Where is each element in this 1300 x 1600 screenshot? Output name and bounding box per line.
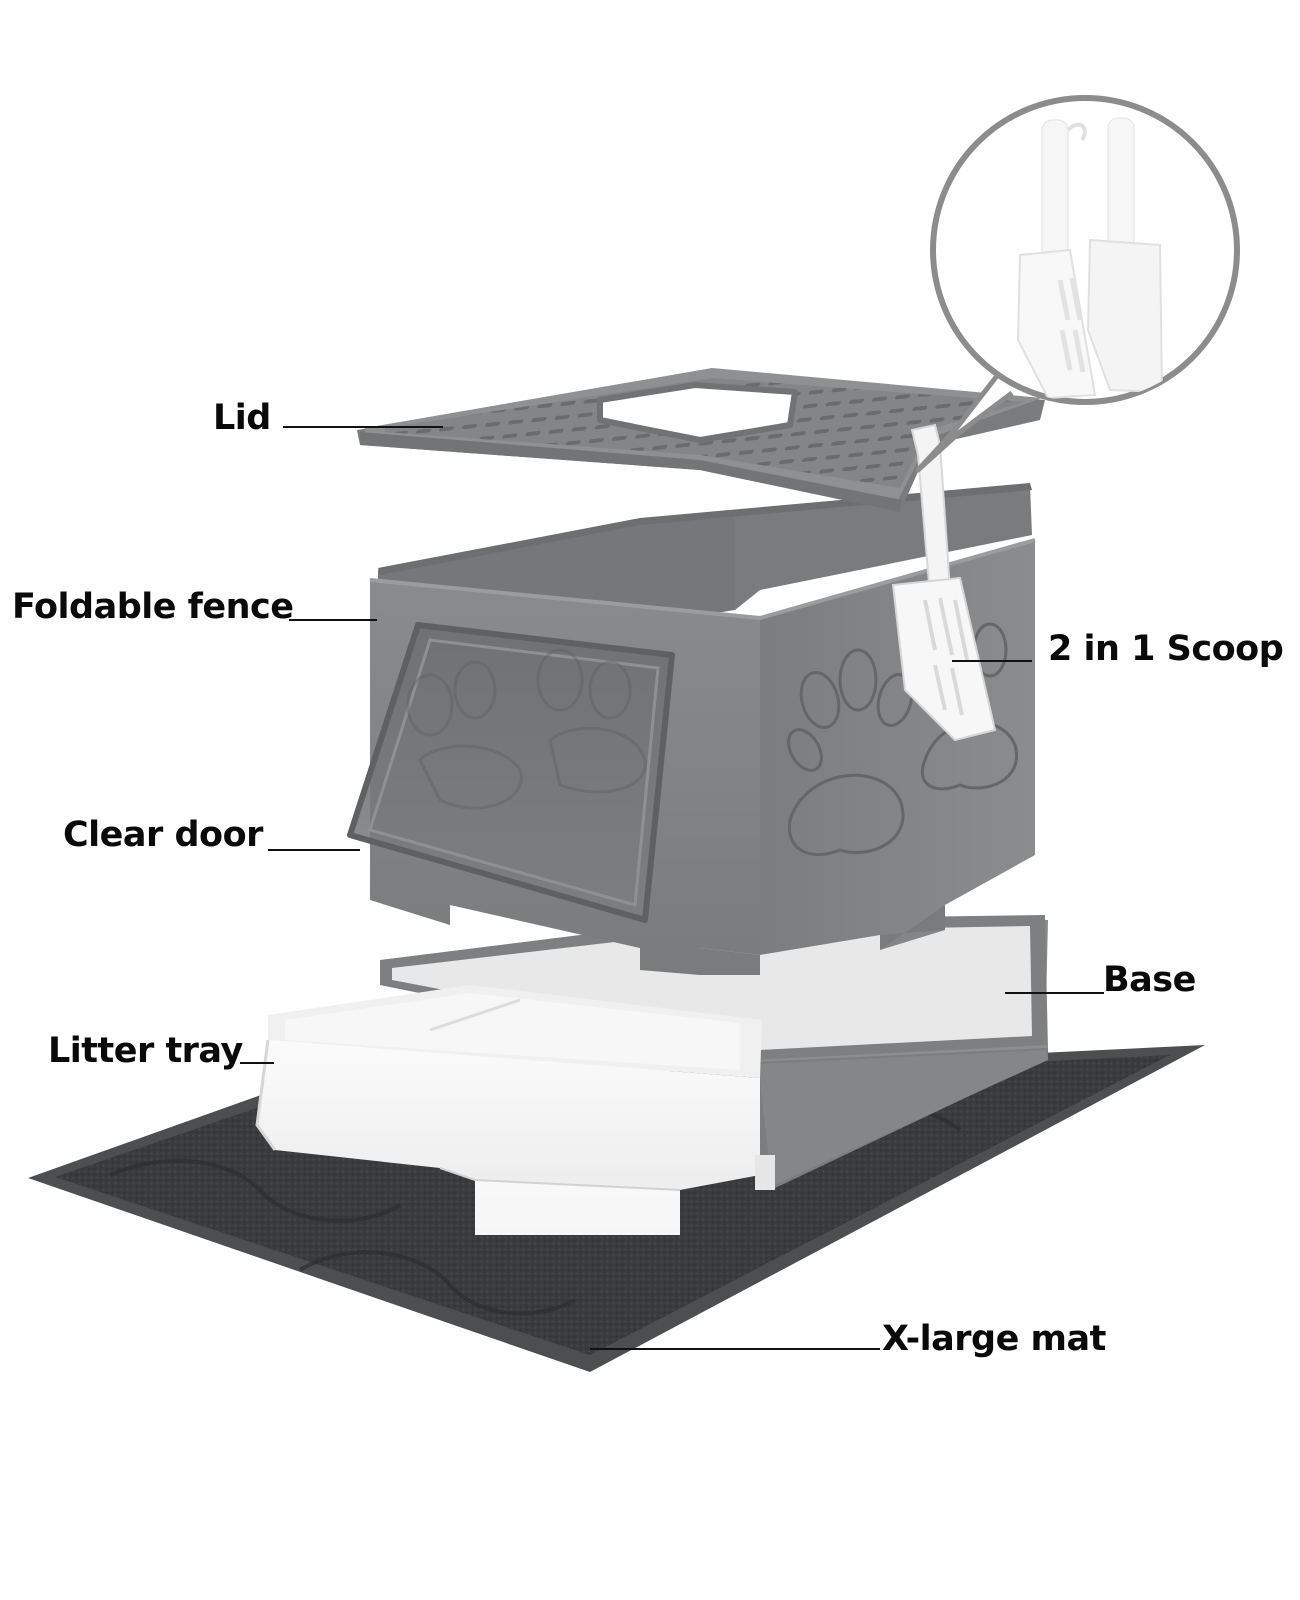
label-foldable-fence: Foldable fence xyxy=(12,587,294,627)
label-lid: Lid xyxy=(213,398,271,438)
foldable-fence xyxy=(347,483,1036,975)
leader-line-tray xyxy=(240,1062,274,1064)
leader-line-mat xyxy=(590,1348,880,1350)
leader-line-base xyxy=(1005,992,1104,994)
leader-line-scoop xyxy=(952,660,1032,662)
scoop-pair-closeup xyxy=(1016,117,1164,400)
clear-door xyxy=(347,622,675,923)
leader-line-door xyxy=(268,849,360,851)
label-x-large-mat: X-large mat xyxy=(882,1319,1106,1359)
leader-line-fence xyxy=(289,619,377,621)
leader-line-lid xyxy=(283,426,443,428)
label-litter-tray: Litter tray xyxy=(48,1031,243,1071)
litter-tray xyxy=(255,985,775,1235)
label-base: Base xyxy=(1103,960,1196,1000)
lid xyxy=(357,368,1045,512)
label-clear-door: Clear door xyxy=(63,815,263,855)
magnifier-callout-circle xyxy=(915,95,1240,473)
label-scoop: 2 in 1 Scoop xyxy=(1048,629,1284,669)
